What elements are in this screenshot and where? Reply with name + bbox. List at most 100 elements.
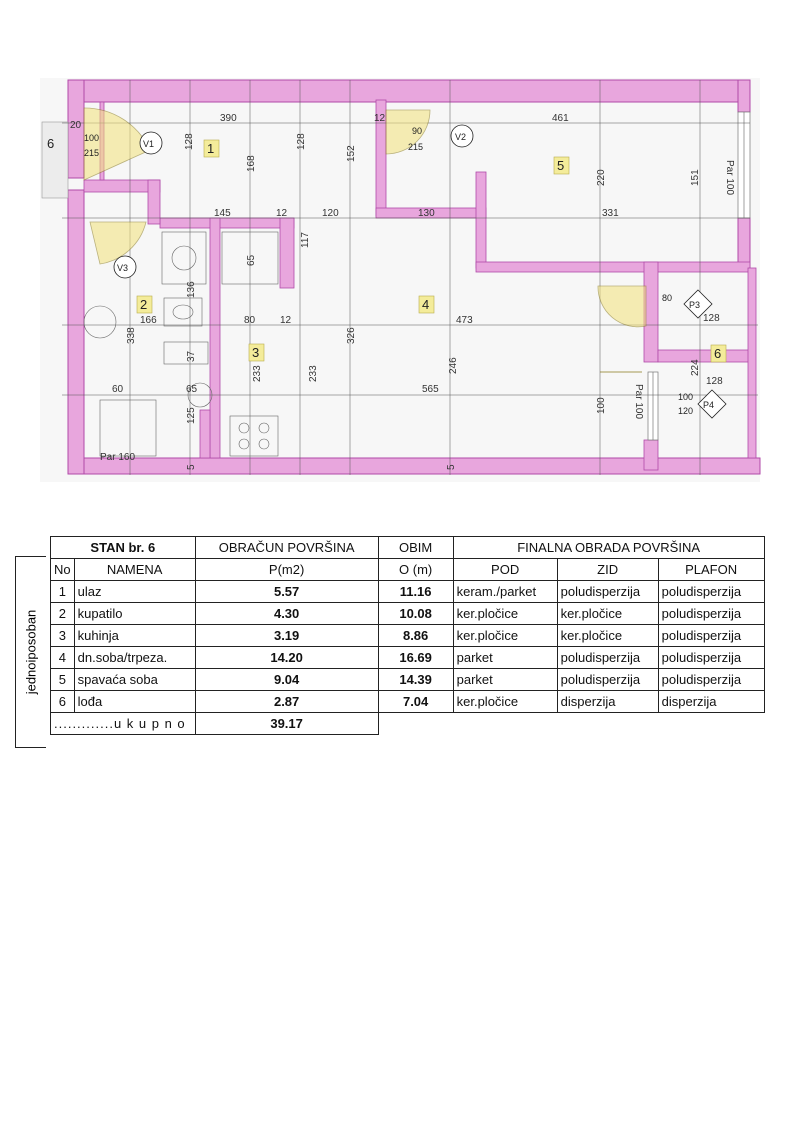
dim-12-mid: 12 bbox=[276, 208, 288, 219]
row-zid: disperzija bbox=[556, 690, 659, 713]
dim-130: 130 bbox=[418, 208, 435, 219]
dim-80: 80 bbox=[244, 315, 256, 326]
header-obim: OBIM bbox=[377, 536, 454, 559]
room-tag-box bbox=[418, 295, 435, 314]
subheader-area-unit: P(m2) bbox=[194, 558, 379, 581]
dim-152: 152 bbox=[346, 145, 357, 162]
dim-390: 390 bbox=[220, 113, 237, 124]
row-plafon: poludisperzija bbox=[657, 602, 765, 625]
washbasin bbox=[163, 341, 209, 365]
parapet-label-lodja: Par 100 bbox=[633, 384, 644, 419]
burner-icon bbox=[238, 438, 250, 450]
dim-168: 168 bbox=[246, 155, 257, 172]
dim-100: 100 bbox=[596, 397, 607, 414]
room-tag-box bbox=[710, 344, 727, 363]
row-no: 6 bbox=[50, 690, 75, 713]
dim-128-living: 128 bbox=[296, 133, 307, 150]
room-tag-6-left: 6 bbox=[47, 136, 54, 151]
interior-walls bbox=[83, 99, 757, 471]
row-no: 1 bbox=[50, 580, 75, 603]
dim-120: 120 bbox=[322, 208, 339, 219]
area-finish-table: STAN br. 6 OBRAČUN POVRŠINA OBIM FINALNA… bbox=[50, 536, 765, 735]
parapet-labels: Par 100 Par 100 Par 160 bbox=[100, 160, 735, 463]
door-height-v1: 215 bbox=[84, 148, 99, 158]
row-no: 5 bbox=[50, 668, 75, 691]
total-area: 39.17 bbox=[194, 712, 379, 735]
row-pod: ker.pločice bbox=[452, 602, 558, 625]
dim-5: 5 bbox=[186, 464, 197, 470]
door-code-p3: P3 bbox=[689, 300, 700, 310]
dim-326: 326 bbox=[346, 327, 357, 344]
door-code-v2: V2 bbox=[455, 132, 466, 142]
row-area: 2.87 bbox=[194, 690, 379, 713]
row-area: 9.04 bbox=[194, 668, 379, 691]
header-obracun: OBRAČUN POVRŠINA bbox=[194, 536, 379, 559]
dim-166: 166 bbox=[140, 315, 157, 326]
dim-246: 246 bbox=[448, 357, 459, 374]
subheader-namena: NAMENA bbox=[73, 558, 196, 581]
door-height-v2: 215 bbox=[408, 142, 423, 152]
door-width-v1: 100 bbox=[84, 133, 99, 143]
row-name: ulaz bbox=[73, 580, 196, 603]
dim-220: 220 bbox=[596, 169, 607, 186]
dim-12-top: 12 bbox=[374, 113, 386, 124]
row-zid: poludisperzija bbox=[556, 646, 659, 669]
toilet bbox=[163, 297, 203, 327]
row-obim: 14.39 bbox=[377, 668, 454, 691]
burner-icon bbox=[258, 422, 270, 434]
header-stan: STAN br. 6 bbox=[50, 536, 196, 559]
door-tag-v3 bbox=[113, 255, 137, 279]
door-width-v2: 90 bbox=[412, 126, 422, 136]
row-plafon: poludisperzija bbox=[657, 646, 765, 669]
table-header-row: STAN br. 6 OBRAČUN POVRŠINA OBIM FINALNA… bbox=[50, 536, 765, 559]
row-area: 4.30 bbox=[194, 602, 379, 625]
door-width-p4: 100 bbox=[678, 392, 693, 402]
dim-224: 224 bbox=[690, 359, 701, 376]
door-code-v1: V1 bbox=[143, 139, 154, 149]
kitchen-counter bbox=[221, 231, 279, 285]
row-plafon: poludisperzija bbox=[657, 624, 765, 647]
row-pod: ker.pločice bbox=[452, 690, 558, 713]
room-tag-2: 2 bbox=[140, 297, 147, 312]
total-spacer bbox=[378, 713, 764, 735]
dim-65: 65 bbox=[186, 384, 198, 395]
door-tag-p4 bbox=[697, 389, 727, 419]
dim-20-left: 20 bbox=[70, 120, 82, 131]
dim-233-living: 233 bbox=[308, 365, 319, 382]
dim-136: 136 bbox=[186, 281, 197, 298]
apartment-type-label: jednoiposoban bbox=[15, 556, 46, 748]
door-width-p3: 80 bbox=[662, 293, 672, 303]
stove bbox=[229, 415, 279, 457]
row-obim: 8.86 bbox=[377, 624, 454, 647]
room-tags: 1 2 3 4 5 6 6 bbox=[47, 136, 727, 363]
dim-145: 145 bbox=[214, 208, 231, 219]
windows bbox=[647, 111, 751, 441]
subheader-no: No bbox=[50, 558, 75, 581]
total-label: .............u k u p n o bbox=[50, 712, 196, 735]
dim-5: 5 bbox=[446, 464, 457, 470]
dim-473: 473 bbox=[456, 315, 473, 326]
exterior-walls bbox=[67, 79, 761, 475]
sink-icon bbox=[171, 245, 197, 271]
left-balcony bbox=[41, 121, 69, 199]
room-tag-1: 1 bbox=[207, 141, 214, 156]
row-name: lođa bbox=[73, 690, 196, 713]
row-pod: ker.pločice bbox=[452, 624, 558, 647]
row-name: dn.soba/trpeza. bbox=[73, 646, 196, 669]
room-tag-4: 4 bbox=[422, 297, 429, 312]
kitchen-fridge bbox=[161, 231, 207, 285]
row-area: 14.20 bbox=[194, 646, 379, 669]
dim-117: 117 bbox=[300, 232, 311, 248]
dim-128-lower: 128 bbox=[706, 376, 723, 387]
row-no: 4 bbox=[50, 646, 75, 669]
row-obim: 7.04 bbox=[377, 690, 454, 713]
row-area: 5.57 bbox=[194, 580, 379, 603]
row-zid: ker.pločice bbox=[556, 624, 659, 647]
door-tag-v1 bbox=[139, 131, 163, 155]
table-row: 5 spavaća soba 9.04 14.39 parket poludis… bbox=[50, 668, 765, 691]
door-code-v3: V3 bbox=[117, 263, 128, 273]
row-plafon: poludisperzija bbox=[657, 668, 765, 691]
row-zid: poludisperzija bbox=[556, 580, 659, 603]
row-name: kuhinja bbox=[73, 624, 196, 647]
door-tag-p3 bbox=[683, 289, 713, 319]
